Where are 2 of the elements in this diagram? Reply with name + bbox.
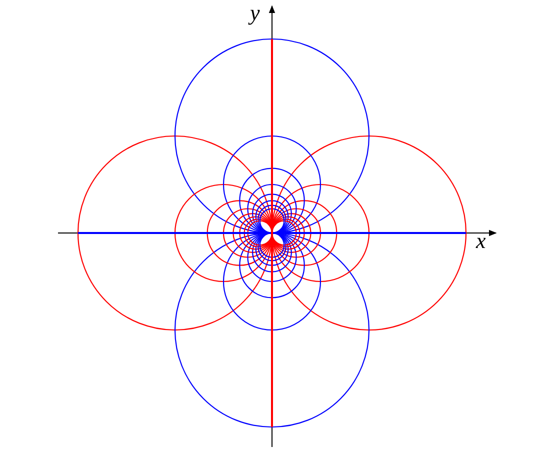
axis-label: y [250, 2, 260, 24]
axis-label: x [476, 230, 486, 252]
